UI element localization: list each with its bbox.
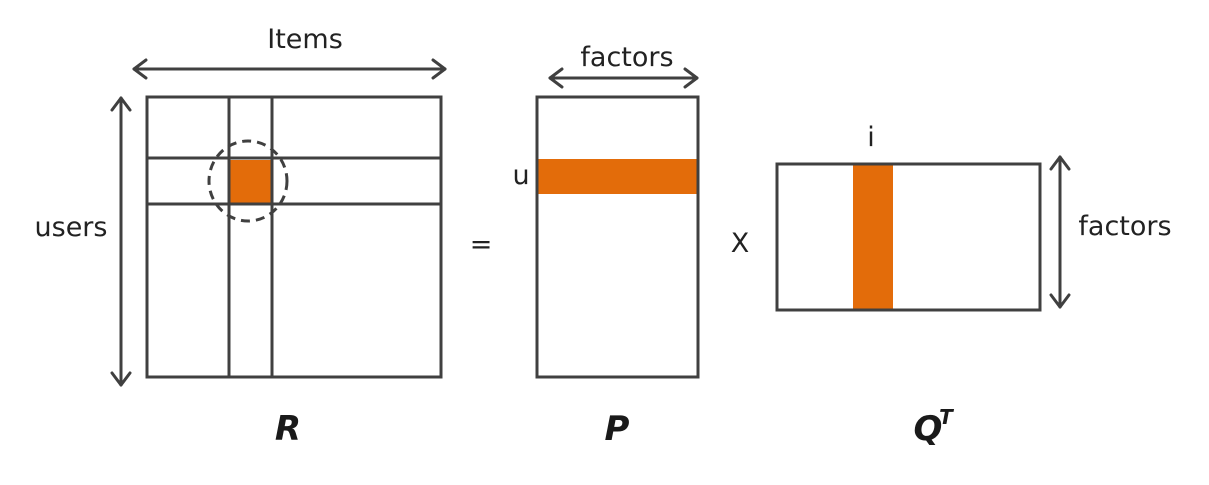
times-sign: X	[731, 228, 750, 259]
users-arrow-bottom-head	[110, 371, 132, 387]
matrix-r-label: R	[275, 409, 301, 449]
items-arrow-right-head	[431, 58, 447, 80]
p-factors-label: factors	[580, 42, 673, 73]
matrix-qt-label: Q	[914, 409, 943, 449]
users-arrow-top-head	[110, 96, 132, 112]
qt-factors-arrow-bottom-head	[1049, 293, 1071, 309]
equals-sign: =	[470, 229, 493, 260]
matrix-qt	[775, 162, 1042, 312]
matrix-r	[145, 95, 443, 379]
p-user-row	[538, 159, 697, 194]
p-factors-dimension: factors	[548, 42, 699, 89]
qt-factors-label: factors	[1078, 211, 1171, 242]
r-selected-cell	[230, 160, 272, 203]
qt-factors-arrow-top-head	[1049, 155, 1071, 171]
qt-factors-dimension: factors	[1049, 155, 1172, 309]
p-factors-arrow-left-head	[548, 67, 564, 89]
matrix-qt-frame	[775, 162, 1042, 312]
items-dimension: Items	[132, 24, 447, 80]
users-dimension: users	[35, 96, 132, 387]
matrix-p	[535, 95, 700, 379]
u-label: u	[512, 160, 529, 191]
matrix-qt-superscript: T	[939, 405, 954, 429]
users-label: users	[35, 212, 108, 243]
r-highlight-circle	[207, 139, 289, 223]
matrix-p-label: P	[605, 409, 630, 449]
items-label: Items	[267, 24, 343, 55]
matrix-p-frame	[535, 95, 700, 379]
i-label: i	[867, 122, 875, 153]
p-factors-arrow-right-head	[683, 67, 699, 89]
qt-item-column	[853, 165, 893, 309]
matrix-r-frame	[145, 95, 443, 379]
items-arrow-left-head	[132, 58, 148, 80]
